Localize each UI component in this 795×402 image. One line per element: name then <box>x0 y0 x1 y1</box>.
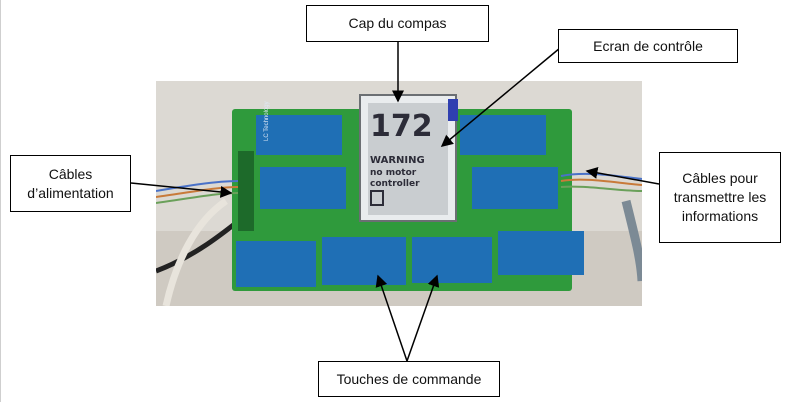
label-trans-line1: Câbles pour <box>682 170 758 187</box>
label-alim-line1: Câbles <box>48 165 93 182</box>
module-bottom-1 <box>236 241 316 287</box>
label-trans-line2: transmettre les <box>673 189 767 206</box>
label-alim-line2: d’alimentation <box>27 184 114 201</box>
lcd-warning: WARNING <box>370 155 425 166</box>
left-frame-line <box>0 0 1 402</box>
label-touches-de-commande: Touches de commande <box>318 361 500 397</box>
lcd-screen <box>368 103 448 215</box>
module-mid-right <box>472 167 558 209</box>
module-bottom-4 <box>498 231 584 275</box>
module-label: LC Technology <box>264 101 270 141</box>
label-ecran-de-controle: Ecran de contrôle <box>558 29 738 63</box>
label-ecran-text: Ecran de contrôle <box>593 37 703 54</box>
label-cap-text: Cap du compas <box>348 15 447 32</box>
label-touches-text: Touches de commande <box>336 370 482 387</box>
label-trans-line3: informations <box>681 207 759 224</box>
module-bottom-3 <box>412 237 492 283</box>
lcd-value: 172 <box>370 109 433 144</box>
module-top-right <box>460 115 546 155</box>
lcd-line2: no motor <box>370 168 417 178</box>
module-top-left <box>256 115 342 155</box>
lcd-line3: controller <box>370 179 420 189</box>
label-cap-du-compas: Cap du compas <box>306 5 489 42</box>
board-illustration: LC Technology 172 WARNING no motor contr… <box>156 81 642 306</box>
module-bottom-2 <box>322 237 406 285</box>
label-cables-transmission: Câbles pour transmettre les informations <box>659 152 781 243</box>
module-mid-left <box>260 167 346 209</box>
control-board-photo: LC Technology 172 WARNING no motor contr… <box>156 81 642 306</box>
label-cables-alimentation: Câbles d’alimentation <box>10 155 131 212</box>
